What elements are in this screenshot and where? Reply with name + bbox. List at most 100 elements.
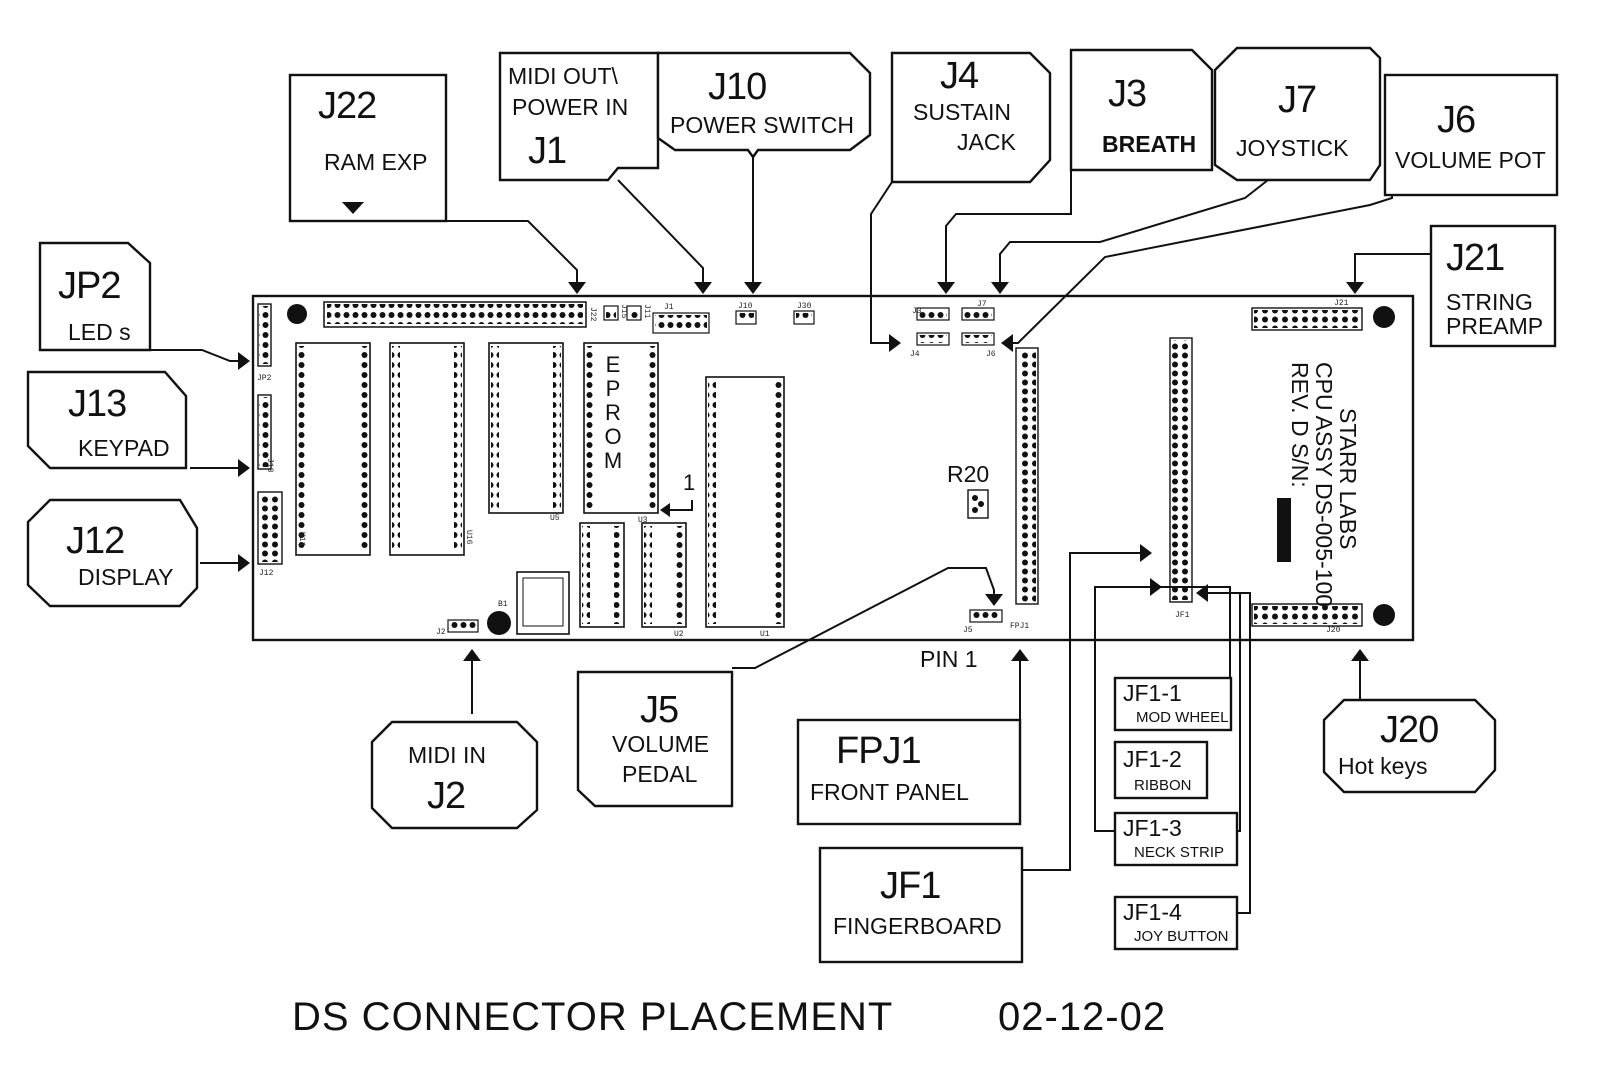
callout-desc: BREATH bbox=[1102, 131, 1196, 157]
header-fpj1 bbox=[1015, 347, 1039, 605]
header-j20 bbox=[1251, 603, 1363, 627]
callout-j13: J13 KEYPAD bbox=[26, 370, 188, 470]
callout-j3: J3 BREATH bbox=[1069, 48, 1214, 172]
callout-desc: JACK bbox=[957, 129, 1016, 155]
eprom-letter: R bbox=[605, 400, 621, 425]
callout-id: JF1-4 bbox=[1123, 899, 1182, 925]
header-j22 bbox=[323, 301, 587, 328]
header-jf1 bbox=[1169, 337, 1193, 603]
eprom-letter: E bbox=[606, 352, 621, 377]
callout-id: J12 bbox=[66, 520, 124, 562]
callout-desc: RAM EXP bbox=[324, 149, 428, 175]
diagram-date: 02-12-02 bbox=[998, 995, 1166, 1039]
callout-j5: J5 VOLUME PEDAL bbox=[576, 670, 734, 808]
silk-j20: J20 bbox=[1326, 626, 1341, 635]
silk-u16: U16 bbox=[464, 530, 473, 545]
callout-id: J10 bbox=[708, 66, 766, 108]
header-j30 bbox=[793, 310, 815, 325]
silk-fpj1: FPJ1 bbox=[1010, 622, 1029, 631]
callout-j20: J20 Hot keys bbox=[1322, 698, 1497, 794]
silk-j3: J3 bbox=[912, 307, 922, 316]
silk-u5: U5 bbox=[550, 514, 560, 523]
silk-j1: J1 bbox=[664, 303, 674, 312]
mounting-hole bbox=[1373, 306, 1395, 328]
callout-id: J21 bbox=[1446, 237, 1504, 279]
callout-desc: POWER SWITCH bbox=[670, 112, 854, 138]
silk-j11: J11 bbox=[642, 304, 651, 319]
callout-id: J7 bbox=[1278, 79, 1316, 121]
component-block bbox=[516, 571, 570, 635]
eprom-letter: P bbox=[606, 376, 621, 401]
callout-desc: NECK STRIP bbox=[1134, 844, 1224, 861]
callout-id: J13 bbox=[68, 383, 126, 425]
silk-j12: J12 bbox=[259, 569, 274, 578]
callout-desc: VOLUME POT bbox=[1395, 147, 1546, 173]
silk-line-1: STARR LABS bbox=[1335, 408, 1361, 549]
silk-j7: J7 bbox=[977, 300, 987, 309]
header-jp2 bbox=[257, 303, 272, 367]
silk-j22: J22 bbox=[588, 307, 597, 322]
battery-b1 bbox=[487, 611, 511, 635]
callout-id: JP2 bbox=[58, 265, 120, 307]
serial-number-block bbox=[1277, 498, 1291, 562]
silk-j21: J21 bbox=[1334, 299, 1349, 308]
chip-u11 bbox=[295, 342, 371, 556]
silk-jf1: JF1 bbox=[1175, 611, 1190, 620]
callout-desc: RIBBON bbox=[1134, 777, 1192, 794]
callout-id: JF1 bbox=[880, 865, 940, 907]
header-j2 bbox=[447, 619, 479, 633]
silk-j6: J6 bbox=[986, 350, 996, 359]
silk-j15: J15 bbox=[619, 304, 628, 319]
silk-j5: J5 bbox=[963, 626, 973, 635]
callout-j21: J21 STRING PREAMP bbox=[1429, 224, 1557, 348]
silk-j2: J2 bbox=[436, 628, 446, 637]
chip-u2-left bbox=[579, 522, 625, 628]
silk-u11: U11 bbox=[297, 532, 306, 547]
callout-jf1-1: JF1-1 MOD WHEEL bbox=[1113, 676, 1233, 732]
callout-desc: POWER IN bbox=[512, 94, 628, 120]
header-j11 bbox=[626, 305, 642, 321]
chip-u5 bbox=[488, 342, 564, 514]
callout-j10: J10 POWER SWITCH bbox=[656, 51, 872, 160]
callout-jf1-4: JF1-4 JOY BUTTON bbox=[1113, 895, 1239, 951]
callout-desc: VOLUME bbox=[612, 731, 709, 757]
callout-desc: Hot keys bbox=[1338, 753, 1427, 779]
chip-eprom-u3: E P R O M bbox=[583, 342, 659, 514]
callout-id: J6 bbox=[1437, 99, 1475, 141]
callout-desc: DISPLAY bbox=[78, 564, 173, 590]
silk-j13: J13 bbox=[265, 458, 274, 473]
header-j3 bbox=[916, 307, 950, 321]
callout-id: J2 bbox=[427, 775, 465, 817]
callout-id: J3 bbox=[1108, 73, 1146, 115]
header-j4 bbox=[916, 332, 950, 346]
callout-desc: MIDI OUT\ bbox=[508, 63, 618, 89]
silk-line-2: CPU ASSY DS-005-100 bbox=[1311, 362, 1337, 607]
silkscreen-block: STARR LABS CPU ASSY DS-005-100 REV. D S/… bbox=[1287, 362, 1361, 607]
callout-desc: MOD WHEEL bbox=[1136, 709, 1229, 726]
callout-desc: PREAMP bbox=[1446, 313, 1543, 339]
callout-j12: J12 DISPLAY bbox=[26, 498, 199, 608]
callout-id: J4 bbox=[940, 55, 979, 97]
silk-line-3: REV. D S/N: bbox=[1287, 362, 1313, 488]
callout-desc: JOY BUTTON bbox=[1134, 928, 1228, 945]
chip-u16 bbox=[389, 342, 465, 556]
header-j7 bbox=[961, 307, 995, 321]
callout-id: J20 bbox=[1380, 709, 1438, 751]
header-j10 bbox=[735, 310, 757, 325]
callout-desc: FINGERBOARD bbox=[833, 913, 1002, 939]
silk-b1: B1 bbox=[498, 600, 508, 609]
callout-id: J5 bbox=[640, 689, 678, 731]
header-j15 bbox=[603, 305, 619, 321]
callout-j4: J4 SUSTAIN JACK bbox=[890, 51, 1052, 184]
callout-jf1-2: JF1-2 RIBBON bbox=[1113, 740, 1209, 800]
arrow-down-icon bbox=[342, 202, 364, 214]
silk-u1: U1 bbox=[760, 630, 770, 639]
pin-marker-label: 1 bbox=[683, 470, 695, 495]
callout-j22: J22 RAM EXP bbox=[288, 73, 448, 223]
header-j1 bbox=[652, 312, 710, 334]
diagram-title: DS CONNECTOR PLACEMENT bbox=[292, 995, 893, 1039]
callout-id: FPJ1 bbox=[836, 730, 921, 772]
callout-j7: J7 JOYSTICK bbox=[1213, 46, 1382, 182]
header-j21 bbox=[1251, 307, 1363, 331]
header-j5 bbox=[969, 609, 1003, 623]
